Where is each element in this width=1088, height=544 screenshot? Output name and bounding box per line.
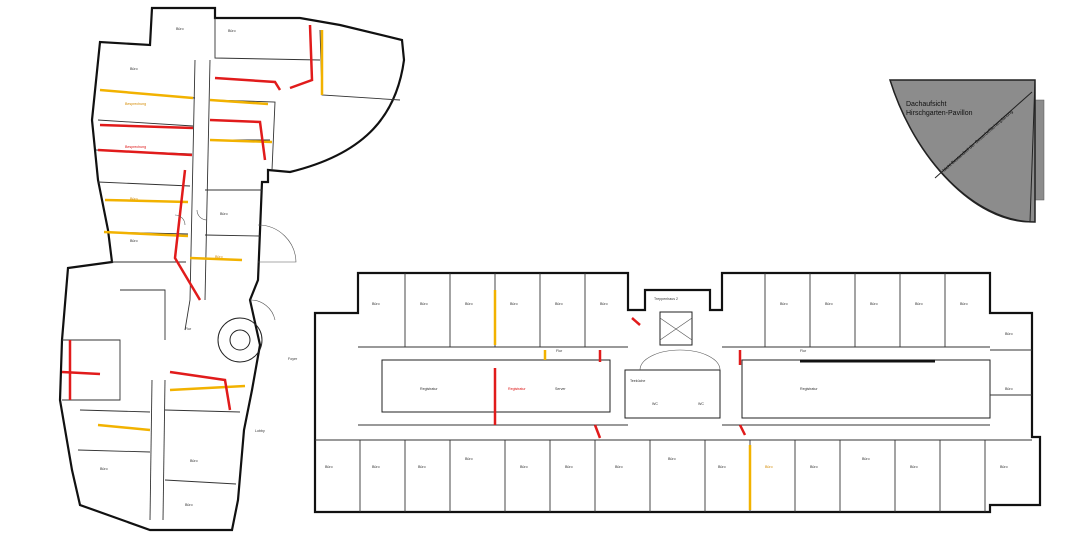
room-label: Büro	[520, 465, 528, 469]
room-label: Büro	[185, 503, 193, 507]
room-label-flur: Flur	[556, 349, 563, 353]
pavilion-title-line1: Dachaufsicht	[906, 101, 947, 108]
room-label-lobby: Lobby	[255, 429, 265, 433]
room-label: Büro	[718, 465, 726, 469]
room-label: Büro	[215, 255, 223, 259]
room-label: Büro	[420, 302, 428, 306]
room-label: Büro	[130, 67, 138, 71]
room-label: Büro	[372, 302, 380, 306]
room-label: Büro	[510, 302, 518, 306]
room-label: Büro	[100, 467, 108, 471]
west-wing	[58, 6, 406, 532]
pavilion-roof: Dachaufsicht Hirschgarten-Pavillon Nicht…	[888, 79, 1045, 223]
room-label-registratur: Registratur	[800, 387, 818, 391]
room-label-registratur: Registratur	[508, 387, 526, 391]
room-label: Büro	[190, 459, 198, 463]
room-label-foyer: Foyer	[288, 357, 298, 361]
room-label: Büro	[130, 197, 138, 201]
room-label: Büro	[1005, 387, 1013, 391]
room-label-flur: Flur	[185, 327, 192, 331]
east-block	[313, 271, 1042, 514]
room-label-west-top: Büro	[176, 27, 184, 31]
room-label: Büro	[668, 457, 676, 461]
east-block-labels: Büro Büro Büro Büro Büro Büro Büro Büro …	[325, 297, 1013, 469]
room-label: Büro	[325, 465, 333, 469]
room-label: Büro	[825, 302, 833, 306]
room-label-flur: Flur	[800, 349, 807, 353]
room-label: Büro	[372, 465, 380, 469]
room-label: Büro	[555, 302, 563, 306]
room-label: Büro	[220, 212, 228, 216]
room-label-wc: WC	[652, 402, 658, 406]
room-label: Büro	[418, 465, 426, 469]
room-label: Büro	[960, 302, 968, 306]
room-label: Büro	[915, 302, 923, 306]
west-wing-labels: Büro Büro Büro Besprechung Besprechung B…	[100, 27, 298, 507]
room-label: Büro	[870, 302, 878, 306]
room-label-registratur: Registratur	[420, 387, 438, 391]
pavilion-title-line2: Hirschgarten-Pavillon	[906, 110, 973, 117]
room-label: Büro	[465, 302, 473, 306]
room-label: Büro	[765, 465, 773, 469]
room-label: Besprechung	[125, 145, 146, 149]
room-label: Büro	[810, 465, 818, 469]
room-label: Büro	[1000, 465, 1008, 469]
room-label: Büro	[130, 239, 138, 243]
room-label: Büro	[600, 302, 608, 306]
room-label-treppenhaus-2: Treppenhaus 2	[654, 297, 678, 301]
room-label: Büro	[228, 29, 236, 33]
room-label: Büro	[465, 457, 473, 461]
room-label-wc: WC	[698, 402, 704, 406]
room-label: Büro	[910, 465, 918, 469]
room-label: Büro	[565, 465, 573, 469]
room-label-server: Server	[555, 387, 566, 391]
room-label: Besprechung	[125, 102, 146, 106]
room-label: Büro	[1005, 332, 1013, 336]
room-label: Büro	[862, 457, 870, 461]
room-label: Büro	[615, 465, 623, 469]
room-label: Büro	[780, 302, 788, 306]
room-label-teekueche: Teeküche	[630, 379, 645, 383]
